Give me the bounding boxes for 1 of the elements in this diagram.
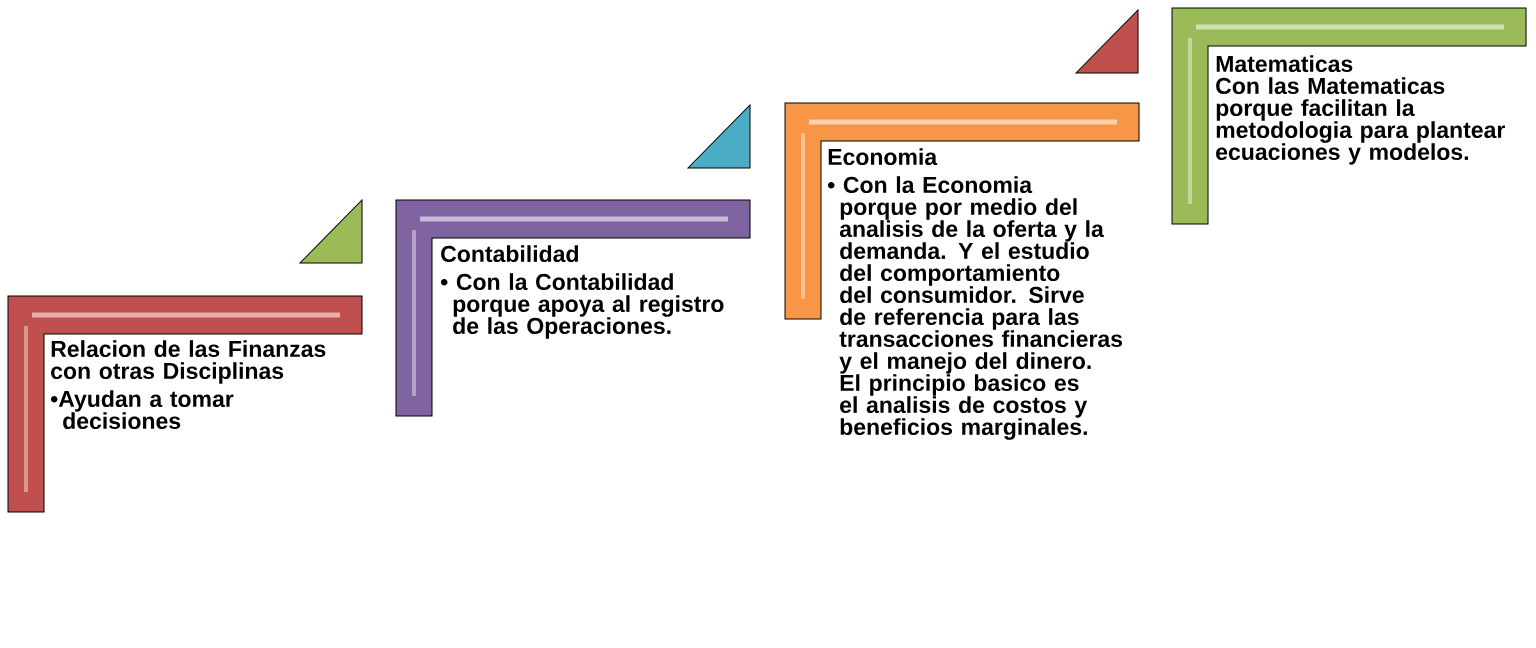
node-label: transacciones financieras y el manejo del dinero. El principio basico es el analisis de costos y beneficios marginales. [839, 330, 1123, 440]
